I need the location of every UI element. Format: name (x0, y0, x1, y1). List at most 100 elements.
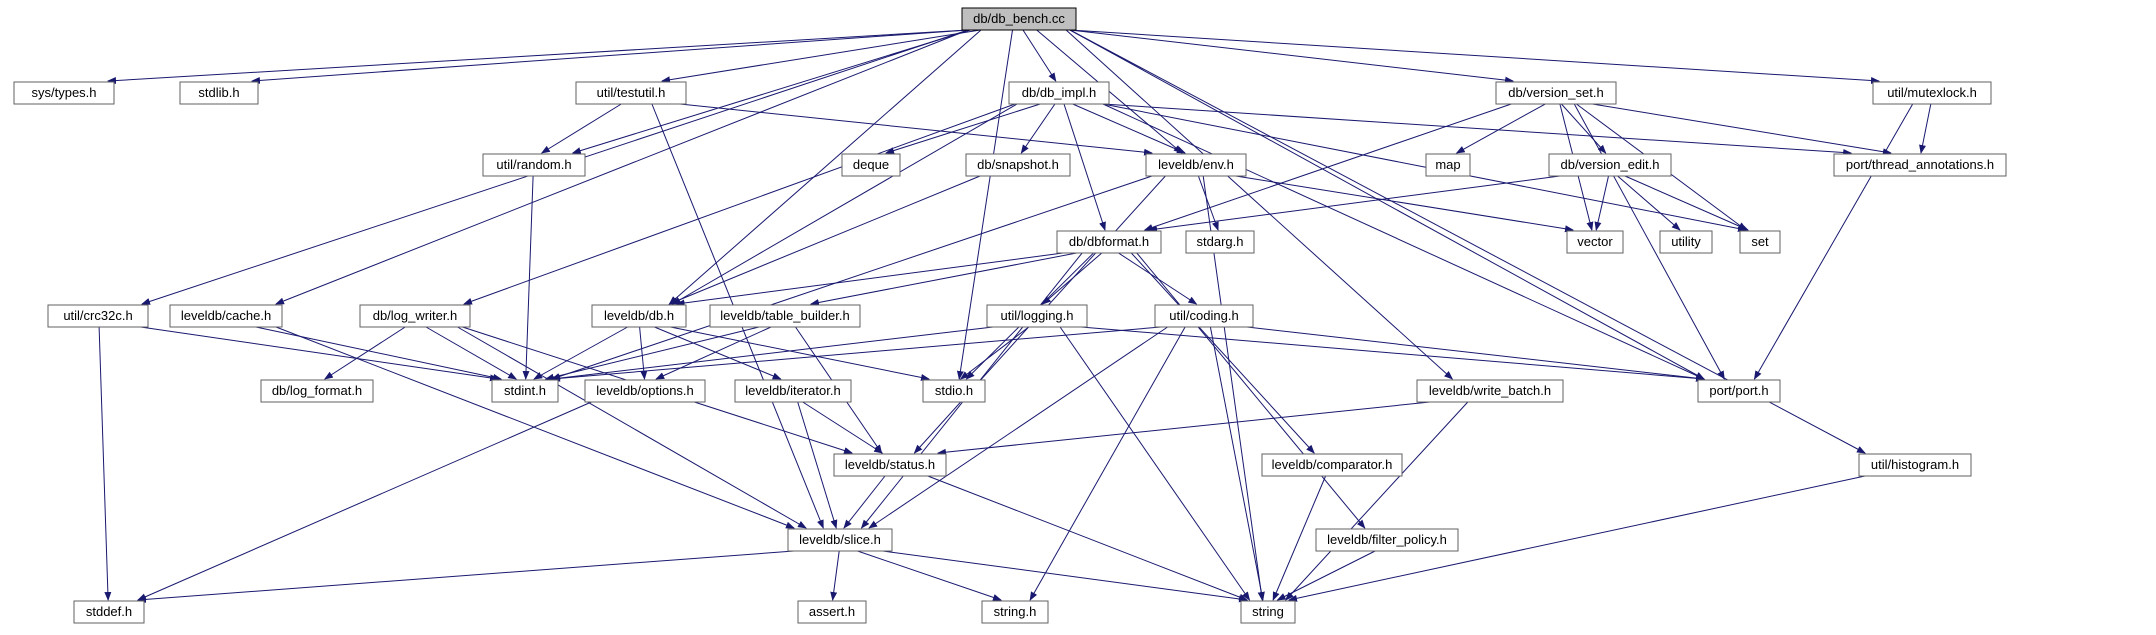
node-box (1416, 379, 1564, 403)
node-label: leveldb/write_batch.h (1429, 383, 1551, 398)
edge-bench-to-version-set (1069, 29, 1515, 84)
node-logging[interactable]: util/logging.h (986, 304, 1088, 328)
node-iterator[interactable]: leveldb/iterator.h (734, 379, 852, 403)
node-thread-annotations[interactable]: port/thread_annotations.h (1833, 153, 2007, 177)
node-label: util/random.h (496, 157, 571, 172)
node-label: db/version_set.h (1508, 85, 1603, 100)
node-box (1697, 379, 1781, 403)
node-deque[interactable]: deque (841, 153, 901, 177)
node-box (359, 304, 471, 328)
node-db-h[interactable]: leveldb/db.h (591, 304, 687, 328)
node-bench[interactable]: db/db_bench.cc (961, 7, 1077, 31)
node-comparator[interactable]: leveldb/comparator.h (1261, 453, 1403, 477)
node-box (47, 304, 149, 328)
node-label: port/thread_annotations.h (1846, 157, 1994, 172)
node-box (1056, 230, 1162, 254)
edge-bench-to-testutil (661, 29, 981, 84)
node-label: map (1435, 157, 1460, 172)
node-string[interactable]: string (1240, 600, 1296, 624)
node-cache[interactable]: leveldb/cache.h (169, 304, 283, 328)
node-stdint[interactable]: stdint.h (491, 379, 559, 403)
node-version-edit[interactable]: db/version_edit.h (1548, 153, 1672, 177)
node-dbformat[interactable]: db/dbformat.h (1056, 230, 1162, 254)
node-stdio[interactable]: stdio.h (922, 379, 986, 403)
node-map[interactable]: map (1425, 153, 1471, 177)
node-box (922, 379, 986, 403)
edge-db-h-to-stdint (533, 326, 628, 380)
node-status[interactable]: leveldb/status.h (833, 453, 947, 477)
edge-histogram-to-string (1288, 475, 1866, 602)
node-options[interactable]: leveldb/options.h (584, 379, 706, 403)
node-box (1833, 153, 2007, 177)
edge-logging-to-string (1059, 326, 1251, 601)
node-db-impl[interactable]: db/db_impl.h (1008, 81, 1110, 105)
node-vector[interactable]: vector (1566, 230, 1624, 254)
edge-testutil-to-env (679, 103, 1153, 156)
node-box (1495, 81, 1617, 105)
node-box (1185, 230, 1255, 254)
edge-status-to-slice (843, 475, 886, 529)
edge-dbformat-to-logging (1042, 252, 1103, 305)
node-set[interactable]: set (1739, 230, 1781, 254)
node-box (1659, 230, 1713, 254)
node-label: utility (1671, 234, 1701, 249)
node-box (1858, 453, 1972, 477)
node-log-writer[interactable]: db/log_writer.h (359, 304, 471, 328)
node-log-format[interactable]: db/log_format.h (260, 379, 374, 403)
node-box (734, 379, 852, 403)
node-coding[interactable]: util/coding.h (1154, 304, 1254, 328)
node-mutexlock[interactable]: util/mutexlock.h (1872, 81, 1992, 105)
edge-version-set-to-version-edit (1561, 103, 1607, 154)
node-utility[interactable]: utility (1659, 230, 1713, 254)
node-stddef[interactable]: stddef.h (73, 600, 145, 624)
node-write-batch[interactable]: leveldb/write_batch.h (1416, 379, 1564, 403)
node-string-h[interactable]: string.h (981, 600, 1049, 624)
node-crc32c[interactable]: util/crc32c.h (47, 304, 149, 328)
node-random[interactable]: util/random.h (482, 153, 586, 177)
edge-coding-to-stdint (551, 326, 1162, 382)
node-box (1315, 528, 1459, 552)
edge-db-impl-to-log-writer (463, 103, 1016, 305)
edge-bench-to-cache (275, 29, 969, 305)
edge-bench-to-stdio (956, 29, 1013, 380)
edge-bench-to-port (1069, 29, 1705, 380)
edge-testutil-to-random (540, 103, 622, 154)
edge-bench-to-stdlib (251, 29, 969, 84)
node-env[interactable]: leveldb/env.h (1145, 153, 1247, 177)
node-label: stdarg.h (1197, 234, 1244, 249)
edge-iterator-to-status (802, 401, 884, 454)
node-box (584, 379, 706, 403)
node-snapshot[interactable]: db/snapshot.h (965, 153, 1071, 177)
node-assert[interactable]: assert.h (797, 600, 867, 624)
edge-snapshot-to-db-h (668, 175, 981, 305)
edge-version-edit-to-vector (1594, 175, 1609, 231)
node-label: deque (853, 157, 889, 172)
node-box (965, 153, 1071, 177)
edge-coding-to-string (1209, 326, 1265, 601)
edge-iterator-to-slice (797, 401, 838, 529)
node-table-builder[interactable]: leveldb/table_builder.h (709, 304, 861, 328)
edge-status-to-string (927, 475, 1248, 601)
edge-filter-policy-to-string (1276, 550, 1376, 601)
node-stdarg[interactable]: stdarg.h (1185, 230, 1255, 254)
edge-logging-to-port (1080, 326, 1705, 382)
node-label: util/logging.h (1001, 308, 1074, 323)
node-slice[interactable]: leveldb/slice.h (787, 528, 893, 552)
node-box (73, 600, 145, 624)
edge-crc32c-to-stddef (98, 326, 112, 601)
node-version-set[interactable]: db/version_set.h (1495, 81, 1617, 105)
node-box (260, 379, 374, 403)
node-histogram[interactable]: util/histogram.h (1858, 453, 1972, 477)
node-label: stddef.h (86, 604, 132, 619)
node-port[interactable]: port/port.h (1697, 379, 1781, 403)
node-testutil[interactable]: util/testutil.h (575, 81, 687, 105)
node-stdlib[interactable]: stdlib.h (179, 81, 259, 105)
node-label: util/testutil.h (597, 85, 666, 100)
node-sys-types[interactable]: sys/types.h (13, 81, 115, 105)
edge-version-edit-to-utility (1617, 175, 1681, 231)
node-filter-policy[interactable]: leveldb/filter_policy.h (1315, 528, 1459, 552)
edge-env-to-stdint (551, 175, 1153, 380)
edge-version-edit-to-dbformat (1148, 175, 1560, 233)
